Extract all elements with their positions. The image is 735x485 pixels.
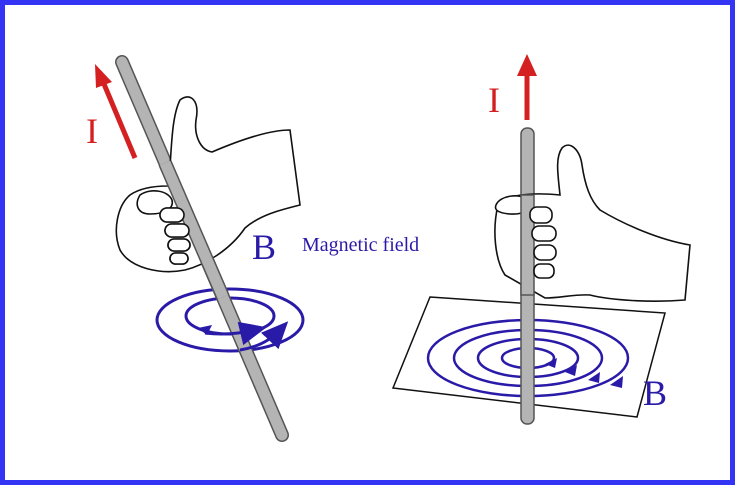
left-figure: I B Magnetic field <box>86 55 419 442</box>
left-current-label: I <box>86 111 98 151</box>
left-current-arrow <box>95 64 138 159</box>
right-field-label: B <box>643 373 667 413</box>
right-current-label: I <box>488 80 500 120</box>
right-figure: I B <box>391 54 691 425</box>
left-field-label: B <box>252 227 276 267</box>
right-current-arrow <box>517 54 537 120</box>
right-field-arrows <box>545 358 623 388</box>
magnetic-field-caption: Magnetic field <box>302 234 419 256</box>
left-field-arrow-1 <box>198 325 212 335</box>
